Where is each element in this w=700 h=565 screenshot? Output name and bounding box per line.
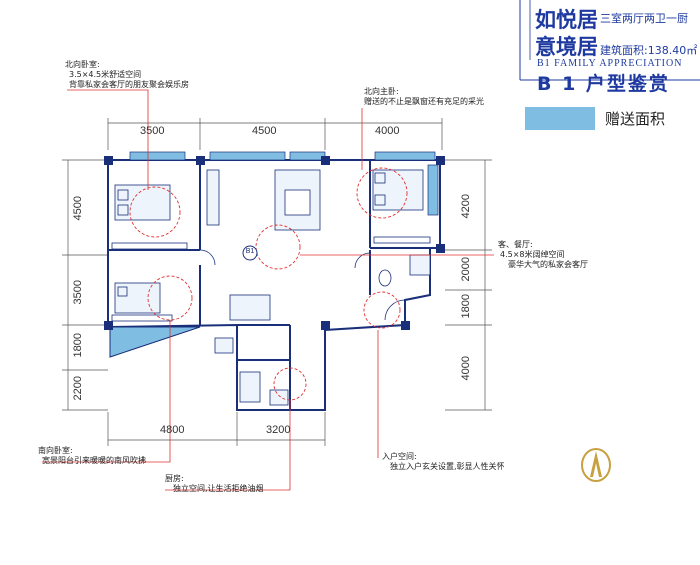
note-south-bedroom-line1: 宽景阳台引来暖暖的南风吹拂 [42, 456, 146, 465]
dim-bottom-1: 4800 [160, 424, 185, 436]
bonus-area-label: 赠送面积 [605, 110, 666, 128]
note-north-master-title: 北向主卧: [364, 87, 399, 96]
columns [104, 156, 445, 330]
note-north-bedroom-title: 北向卧室: [65, 60, 100, 69]
note-living-dining-line2: 豪华大气的私家会客厅 [508, 260, 588, 269]
project-name-line1: 如悦居 [535, 8, 598, 32]
note-living-dining-title: 客、餐厅: [498, 240, 533, 249]
unit-tag: B1 [245, 248, 255, 255]
note-living-dining-line1: 4.5×8米阔绰空间 [500, 250, 565, 259]
dim-top-1: 3500 [140, 125, 165, 137]
note-entrance-title: 入户空间: [382, 452, 417, 461]
note-north-bedroom-line1: 3.5×4.5米舒适空间 [69, 70, 142, 79]
dimension-lines [62, 118, 492, 446]
note-kitchen-line1: 独立空间,让生活拒绝油烟 [173, 484, 264, 493]
leader-lines [42, 89, 494, 491]
note-north-master: 北向主卧: 赠送的不止是飘窗还有充足的采光 [364, 87, 484, 107]
model-title: B 1 户型鉴赏 [537, 73, 670, 95]
dim-left-3: 1800 [72, 333, 84, 358]
note-north-master-line1: 赠送的不止是飘窗还有充足的采光 [364, 97, 484, 106]
bonus-balcony [109, 326, 201, 358]
focus-circles [129, 167, 408, 401]
project-name-line2: 意境居 [535, 35, 598, 59]
dim-left-2: 3500 [72, 280, 84, 305]
area-label: 建筑面积:138.40㎡ [600, 44, 698, 57]
dim-top-2: 4500 [252, 125, 277, 137]
note-south-bedroom: 南向卧室: 宽景阳台引来暖暖的南风吹拂 [38, 446, 146, 466]
note-kitchen-title: 厨房: [165, 474, 184, 483]
layout-desc: 三室两厅两卫一厨 [600, 12, 688, 25]
note-living-dining: 客、餐厅: 4.5×8米阔绰空间 豪华大气的私家会客厅 [498, 240, 588, 270]
header-frame [519, 0, 700, 81]
dim-left-4: 2200 [72, 376, 84, 401]
english-title: B1 FAMILY APPRECIATION [537, 58, 683, 69]
dim-right-4: 4000 [460, 356, 472, 381]
note-north-bedroom: 北向卧室: 3.5×4.5米舒适空间 背靠私家会客厅的朋友聚会娱乐房 [65, 60, 189, 90]
dim-top-3: 4000 [375, 125, 400, 137]
note-entrance-line1: 独立入户玄关设置,彰显人性关怀 [390, 462, 505, 471]
dim-right-3: 1800 [460, 294, 472, 319]
dim-right-1: 4200 [460, 194, 472, 219]
dim-left-1: 4500 [72, 196, 84, 221]
note-south-bedroom-title: 南向卧室: [38, 446, 73, 455]
dim-bottom-2: 3200 [266, 424, 291, 436]
note-north-bedroom-line2: 背靠私家会客厅的朋友聚会娱乐房 [69, 80, 189, 89]
unit-marker [242, 245, 258, 261]
furniture [111, 169, 431, 406]
note-kitchen: 厨房: 独立空间,让生活拒绝油烟 [165, 474, 264, 494]
bonus-area-swatch [525, 107, 595, 130]
dim-right-2: 2000 [460, 257, 472, 282]
windows [129, 151, 439, 216]
brand-logo [581, 448, 611, 482]
note-entrance: 入户空间: 独立入户玄关设置,彰显人性关怀 [382, 452, 505, 472]
